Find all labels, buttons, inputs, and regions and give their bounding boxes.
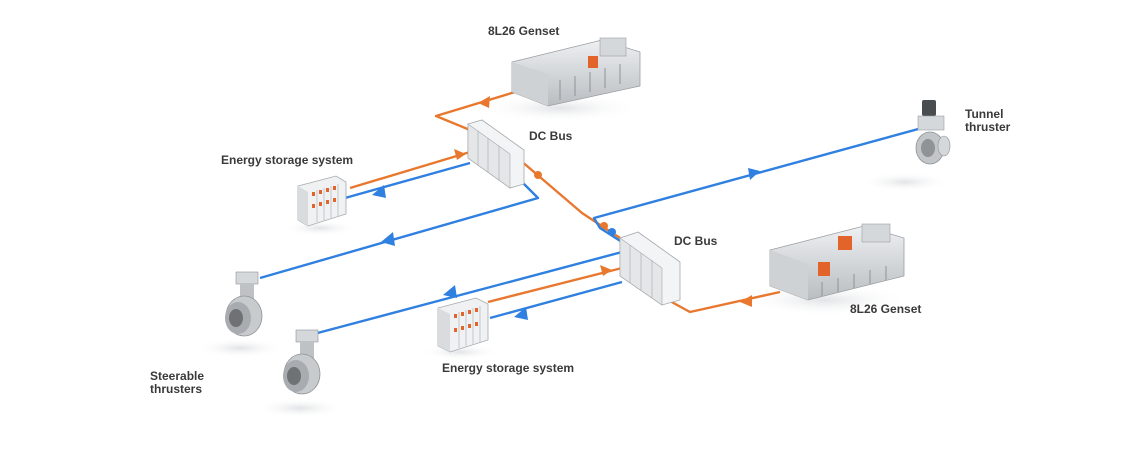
cable-bus-upper-to-ess-upper-blue <box>344 161 471 200</box>
label-tunnel-line2: thruster <box>965 120 1011 134</box>
orange-arrows <box>454 96 752 307</box>
arrow-orange-1 <box>478 96 490 108</box>
blue-arrows <box>372 168 760 320</box>
cable-bus-upper-to-steerable-1 <box>259 177 540 280</box>
junction-blue-1 <box>608 228 616 236</box>
steerable-thruster-2-icon <box>283 329 321 395</box>
steerable-thruster-1-icon <box>225 271 263 337</box>
ground-shadows <box>195 94 950 418</box>
arrow-orange-4 <box>740 295 752 307</box>
cable-bus-lower-to-ess-lower-blue <box>489 280 623 320</box>
dc-bus-upper-icon <box>467 119 525 189</box>
label-genset-right: 8L26 Genset <box>850 302 922 316</box>
dc-bus-lower-icon <box>619 231 681 306</box>
label-tunnel-thruster: Tunnel thruster <box>965 108 1010 134</box>
ess-lower-icon <box>437 297 489 353</box>
arrow-blue-5 <box>514 307 528 320</box>
label-steerable-line2: thrusters <box>150 382 203 396</box>
tunnel-thruster-icon <box>915 100 951 165</box>
label-dc-bus-upper: DC Bus <box>529 129 573 143</box>
ess-upper-icon <box>297 175 347 227</box>
junction-orange-1 <box>534 171 542 179</box>
cable-tunnel-to-bus <box>592 126 923 246</box>
label-steerable-thrusters: Steerable thrusters <box>150 370 204 396</box>
label-steerable-line1: Steerable <box>150 369 205 383</box>
arrow-orange-2 <box>454 149 466 160</box>
cable-bus-lower-to-steerable-2 <box>309 250 623 337</box>
arrow-blue-3 <box>381 232 395 246</box>
orange-cables <box>349 90 781 314</box>
label-tunnel-line1: Tunnel <box>965 107 1004 121</box>
arrow-orange-3 <box>600 265 612 276</box>
arrow-blue-2 <box>372 185 386 198</box>
label-ess-upper: Energy storage system <box>221 153 354 167</box>
label-dc-bus-lower: DC Bus <box>674 234 718 248</box>
blue-cables <box>259 126 923 337</box>
label-genset-top: 8L26 Genset <box>488 24 560 38</box>
cable-bus-lower-to-ess-lower <box>487 266 623 304</box>
genset-right-icon <box>769 223 905 301</box>
arrow-blue-1 <box>748 168 760 180</box>
cable-bus-upper-to-ess-upper <box>349 150 471 190</box>
genset-top-icon <box>511 37 641 107</box>
label-ess-lower: Energy storage system <box>442 361 575 375</box>
arrow-blue-4 <box>443 285 457 298</box>
